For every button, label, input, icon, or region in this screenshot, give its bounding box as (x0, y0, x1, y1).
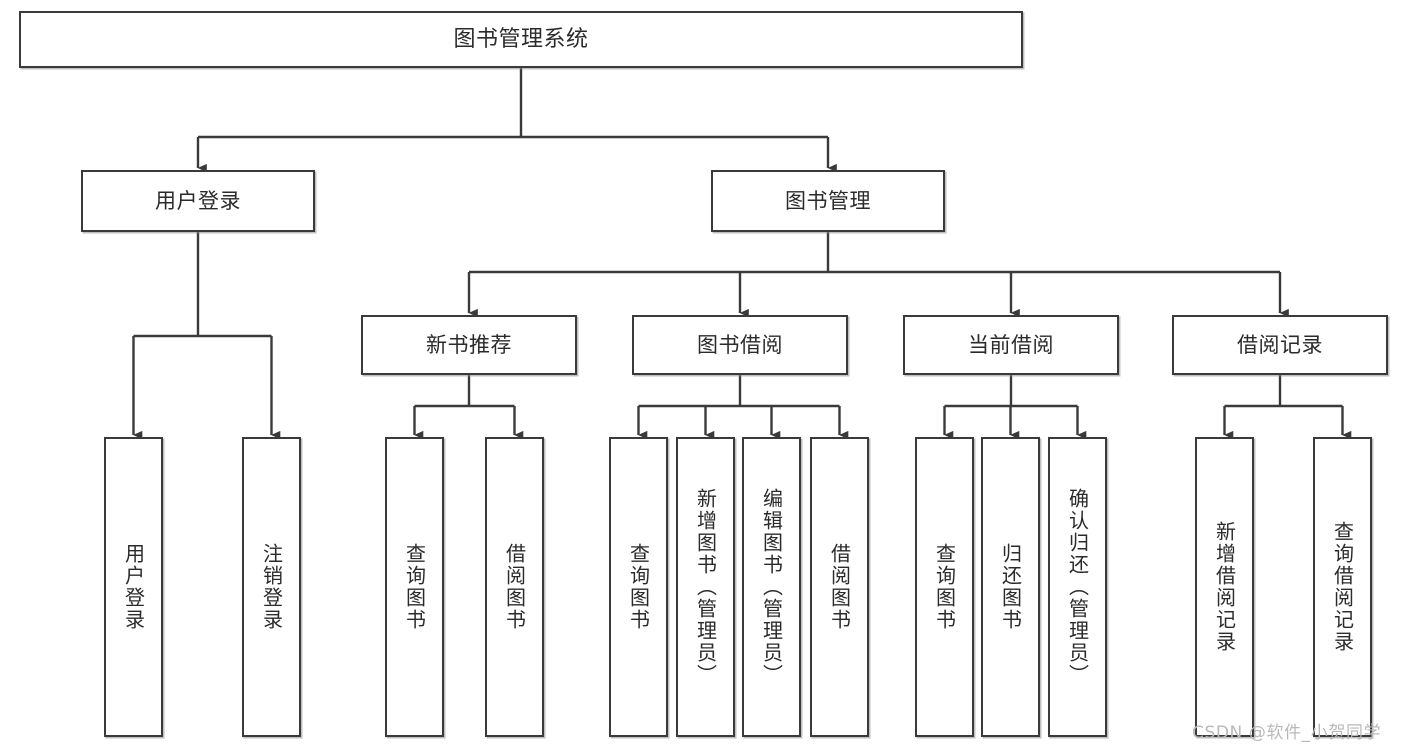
node-label: 编辑图书（管理员） (759, 488, 784, 686)
node-label: 新增图书（管理员） (693, 488, 718, 686)
node-label: 查询借阅记录 (1330, 521, 1355, 653)
node-label: 新增借阅记录 (1212, 521, 1237, 653)
node-label: 当前借阅 (968, 332, 1054, 357)
node-l4_c3[interactable]: 编辑图书（管理员） (742, 437, 801, 737)
node-label: 图书借阅 (697, 332, 783, 357)
node-l4_d3[interactable]: 确认归还（管理员） (1048, 437, 1107, 737)
node-label: 用户登录 (121, 543, 146, 631)
tree-connectors (132, 68, 1352, 440)
node-l4_d2[interactable]: 归还图书 (981, 437, 1040, 737)
watermark-label: CSDN @软件_小贺同学 (1192, 723, 1382, 743)
node-l4_e2[interactable]: 查询借阅记录 (1313, 437, 1372, 737)
node-l3_newbook[interactable]: 新书推荐 (361, 315, 577, 375)
node-label: 图书管理 (785, 188, 871, 213)
node-label: 新书推荐 (426, 332, 512, 357)
node-l4_d1[interactable]: 查询图书 (915, 437, 974, 737)
node-label: 归还图书 (998, 543, 1023, 631)
node-l3_records[interactable]: 借阅记录 (1172, 315, 1388, 375)
node-label: 图书管理系统 (453, 26, 589, 52)
node-label: 借阅图书 (827, 543, 852, 631)
node-l4_c2[interactable]: 新增图书（管理员） (676, 437, 735, 737)
node-l2_manage[interactable]: 图书管理 (711, 170, 945, 232)
node-l4_b2[interactable]: 借阅图书 (485, 437, 544, 737)
node-l4_e1[interactable]: 新增借阅记录 (1195, 437, 1254, 737)
node-label: 借阅记录 (1237, 332, 1323, 357)
node-l4_c1[interactable]: 查询图书 (609, 437, 668, 737)
node-l4_a1[interactable]: 用户登录 (104, 437, 163, 737)
node-l2_login[interactable]: 用户登录 (81, 170, 315, 232)
node-label: 查询图书 (932, 543, 957, 631)
node-l3_current[interactable]: 当前借阅 (903, 315, 1119, 375)
node-label: 查询图书 (402, 543, 427, 631)
node-label: 用户登录 (155, 188, 241, 213)
node-root[interactable]: 图书管理系统 (19, 11, 1023, 68)
node-label: 借阅图书 (502, 543, 527, 631)
node-l4_a2[interactable]: 注销登录 (242, 437, 301, 737)
node-l4_b1[interactable]: 查询图书 (385, 437, 444, 737)
node-l3_borrow[interactable]: 图书借阅 (632, 315, 848, 375)
node-label: 确认归还（管理员） (1065, 488, 1090, 686)
node-label: 注销登录 (259, 543, 284, 631)
node-label: 查询图书 (626, 543, 651, 631)
node-l4_c4[interactable]: 借阅图书 (810, 437, 869, 737)
